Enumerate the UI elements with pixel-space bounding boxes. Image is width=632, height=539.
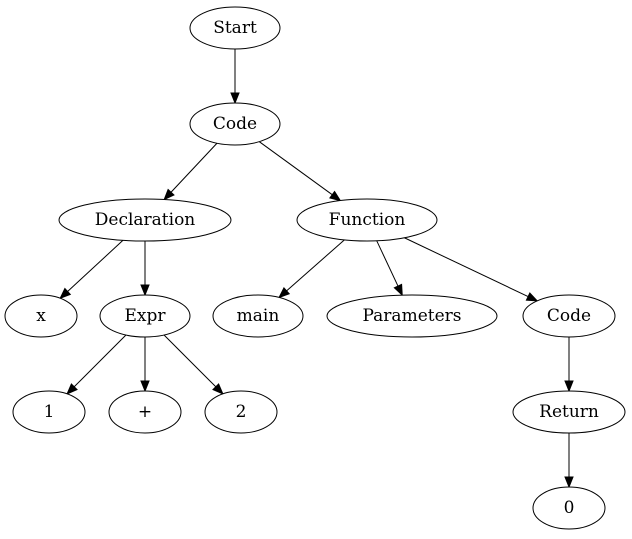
node-return-label: Return	[539, 402, 599, 422]
node-declaration-label: Declaration	[95, 210, 196, 230]
node-zero: 0	[532, 486, 606, 530]
node-code-inner: Code	[522, 294, 616, 338]
arrowhead	[66, 383, 78, 395]
node-one: 1	[12, 390, 86, 434]
arrowhead	[329, 190, 342, 202]
edge-return-to-zero	[564, 433, 574, 489]
arrowhead	[59, 287, 72, 300]
edge-expr-to-two	[163, 334, 224, 395]
edge-expr-to-one	[66, 334, 127, 395]
node-function: Function	[296, 198, 438, 242]
node-function-label: Function	[329, 210, 406, 230]
node-expr: Expr	[99, 294, 191, 338]
arrowhead	[278, 286, 291, 299]
arrowhead	[140, 284, 150, 297]
edge-code-to-declaration	[163, 142, 218, 201]
node-plus-label: +	[138, 402, 152, 422]
edge-line	[376, 240, 399, 287]
edge-line	[404, 237, 529, 298]
node-start-label: Start	[213, 18, 257, 38]
arrowhead	[393, 283, 403, 297]
arrowhead	[230, 92, 240, 105]
node-x-label: x	[36, 306, 46, 326]
node-expr-label: Expr	[124, 306, 166, 326]
edge-declaration-to-expr	[140, 241, 150, 297]
edge-line	[67, 239, 124, 292]
arrowhead	[163, 188, 175, 201]
edge-function-to-parameters	[376, 240, 403, 297]
edge-function-to-main	[278, 239, 345, 299]
arrowhead	[564, 380, 574, 393]
node-parameters-label: Parameters	[363, 306, 462, 326]
edge-line	[73, 334, 127, 388]
edge-line	[163, 334, 217, 388]
arrowhead	[525, 292, 539, 302]
arrowhead	[140, 380, 150, 393]
edge-line	[286, 239, 345, 292]
edge-declaration-to-x	[59, 239, 124, 300]
node-start: Start	[189, 6, 281, 50]
edge-start-to-code	[230, 49, 240, 105]
arrowhead	[212, 383, 224, 395]
node-declaration: Declaration	[58, 198, 232, 242]
node-parameters: Parameters	[326, 294, 498, 338]
node-return: Return	[512, 390, 626, 434]
arrowhead	[564, 476, 574, 489]
node-x: x	[4, 294, 78, 338]
node-two: 2	[204, 390, 278, 434]
edge-function-to-code_inner	[404, 237, 539, 302]
edge-line	[170, 142, 218, 193]
node-code-inner-label: Code	[547, 306, 591, 326]
node-main-label: main	[237, 306, 280, 326]
node-code-label: Code	[213, 114, 257, 134]
edge-code_inner-to-return	[564, 337, 574, 393]
node-code: Code	[189, 102, 281, 146]
edge-line	[259, 141, 333, 196]
node-zero-label: 0	[564, 498, 575, 518]
edge-expr-to-plus	[140, 337, 150, 393]
node-one-label: 1	[44, 402, 55, 422]
edges-layer	[59, 49, 574, 489]
node-plus: +	[108, 390, 182, 434]
edge-code-to-function	[259, 141, 342, 202]
node-main: main	[212, 294, 304, 338]
node-two-label: 2	[236, 402, 247, 422]
